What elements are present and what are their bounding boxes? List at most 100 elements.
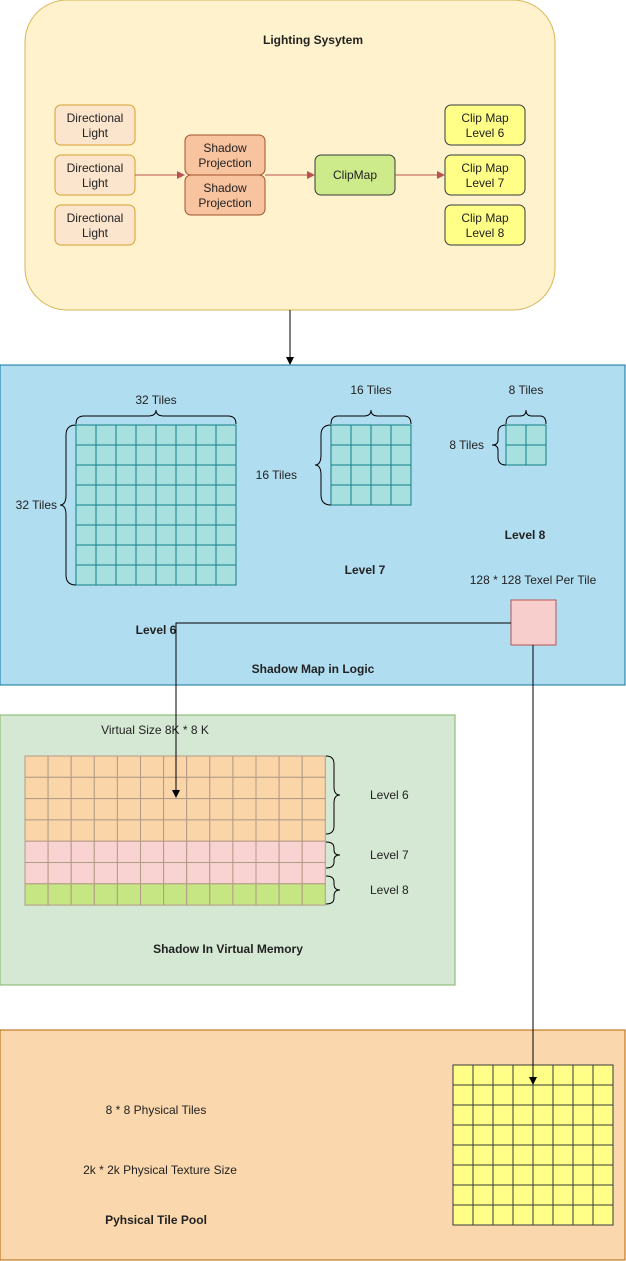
lighting-title: Lighting Sysytem <box>263 33 363 47</box>
physical-tile <box>472 1084 494 1106</box>
physical-tile <box>552 1104 574 1126</box>
shadow-map-logic-panel: Shadow Map in Logic 32 Tiles 32 Tiles Le… <box>0 364 626 686</box>
level6-top-label: 32 Tiles <box>135 393 176 407</box>
level7-side-label: 16 Tiles <box>256 468 297 482</box>
svg-text:Shadow: Shadow <box>203 181 247 195</box>
physical-tile <box>512 1184 534 1206</box>
physical-tile <box>572 1084 594 1106</box>
physical-tile <box>452 1064 474 1086</box>
virtual-tile <box>232 862 257 885</box>
logic-tile <box>175 564 197 586</box>
physical-tile <box>472 1164 494 1186</box>
virtual-tile <box>140 798 165 821</box>
virtual-tile <box>186 883 211 906</box>
virtual-tile <box>209 840 234 864</box>
logic-level6-grid <box>75 424 237 586</box>
virtual-tile <box>70 798 95 821</box>
logic-tile <box>175 444 197 466</box>
physical-tile <box>452 1204 474 1226</box>
physical-tile <box>452 1104 474 1126</box>
virtual-tile <box>93 862 118 885</box>
svg-text:Level 6: Level 6 <box>466 126 505 140</box>
physical-tile <box>492 1204 514 1226</box>
virtual-tile <box>232 755 257 778</box>
logic-tile <box>155 484 177 506</box>
physical-tile-grid <box>452 1064 614 1226</box>
logic-tile <box>135 524 157 546</box>
svg-text:Light: Light <box>82 126 109 140</box>
physical-tile <box>532 1124 554 1146</box>
virtual-level8-brace <box>325 875 341 905</box>
logic-tile <box>115 464 137 486</box>
logic-tile <box>370 444 392 466</box>
virtual-tile <box>93 883 118 906</box>
physical-tile <box>592 1144 614 1166</box>
svg-text:ClipMap: ClipMap <box>333 168 377 182</box>
virtual-tile <box>278 862 303 885</box>
logic-tile <box>175 544 197 566</box>
virtual-tile <box>209 776 234 800</box>
logic-tile <box>135 444 157 466</box>
virtual-tile <box>116 862 142 885</box>
virtual-tile <box>47 798 72 821</box>
physical-tile <box>512 1124 534 1146</box>
virtual-tile <box>209 819 234 842</box>
virtual-tile <box>255 883 280 906</box>
physical-tile <box>572 1184 594 1206</box>
logic-tile <box>330 484 352 506</box>
virtual-tile <box>70 883 95 906</box>
logic-tile <box>195 544 217 566</box>
logic-tile <box>135 424 157 446</box>
physical-tile <box>592 1124 614 1146</box>
virtual-tile <box>93 776 118 800</box>
logic-tile <box>135 564 157 586</box>
logic-tile <box>195 524 217 546</box>
logic-tile <box>195 504 217 526</box>
svg-text:Shadow: Shadow <box>203 141 247 155</box>
virtual-tile <box>116 798 142 821</box>
svg-text:Level 8: Level 8 <box>466 226 505 240</box>
physical-tile <box>572 1064 594 1086</box>
logic-tile <box>75 524 97 546</box>
logic-tile <box>95 504 117 526</box>
logic-tile <box>195 424 217 446</box>
virtual-tile <box>93 819 118 842</box>
logic-tile <box>75 504 97 526</box>
physical-tile <box>492 1084 514 1106</box>
virtual-tile <box>163 862 188 885</box>
virtual-tile <box>209 798 234 821</box>
physical-tile <box>472 1124 494 1146</box>
logic-tile <box>155 424 177 446</box>
physical-tile <box>452 1184 474 1206</box>
virtual-title: Shadow In Virtual Memory <box>153 942 303 956</box>
virtual-tile <box>47 776 72 800</box>
virtual-tile <box>278 798 303 821</box>
logic-tile <box>390 484 412 506</box>
svg-text:Directional: Directional <box>67 211 124 225</box>
logic-tile <box>195 564 217 586</box>
svg-text:Clip Map: Clip Map <box>461 211 509 225</box>
virtual-tile <box>186 755 211 778</box>
logic-tile <box>115 524 137 546</box>
level8-label: Level 8 <box>505 528 546 542</box>
virtual-tile <box>140 840 165 864</box>
virtual-tile <box>255 862 280 885</box>
logic-tile <box>390 464 412 486</box>
logic-tile <box>350 484 372 506</box>
level8-top-brace <box>505 409 547 425</box>
physical-tile <box>472 1184 494 1206</box>
virtual-tile <box>163 883 188 906</box>
physical-tile <box>452 1144 474 1166</box>
virtual-tile <box>209 883 234 906</box>
logic-tile <box>115 424 137 446</box>
physical-tile <box>552 1084 574 1106</box>
logic-tile <box>330 424 352 446</box>
logic-tile <box>215 444 237 466</box>
virtual-tile <box>278 840 303 864</box>
physical-tile <box>532 1164 554 1186</box>
virtual-tile <box>116 776 142 800</box>
directional-light-1: Directional Light <box>54 104 136 146</box>
virtual-memory-grid <box>24 755 326 906</box>
logic-tile <box>370 464 392 486</box>
virtual-tile <box>209 862 234 885</box>
